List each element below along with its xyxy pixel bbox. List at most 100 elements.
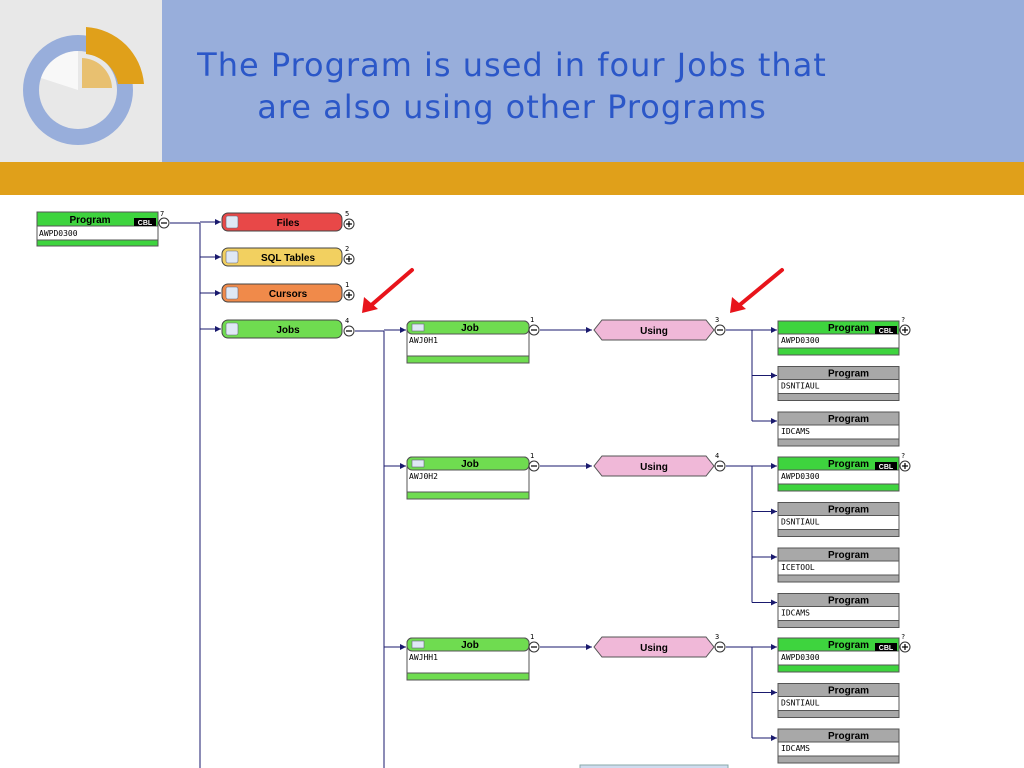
connector-arrowhead (771, 327, 777, 333)
collapse-icon[interactable] (343, 325, 355, 337)
cbl-badge-label: CBL (879, 645, 894, 652)
category-count: 5 (345, 210, 349, 218)
job-header: Job (461, 640, 479, 651)
program-name: DSNTIAUL (781, 699, 820, 708)
category-sql-tables[interactable]: SQL Tables (221, 247, 343, 267)
expand-icon[interactable] (899, 324, 911, 336)
connector-arrowhead (215, 290, 221, 296)
category-count: 4 (345, 317, 349, 325)
program-name: IDCAMS (781, 609, 810, 618)
expand-icon[interactable] (343, 253, 355, 265)
program-header: Program (828, 323, 869, 334)
title-line-2: are also using other Programs (257, 88, 767, 126)
job-icon (411, 459, 425, 468)
program-name: ICETOOL (781, 563, 815, 572)
partial-node (579, 764, 729, 768)
category-label: Jobs (276, 325, 300, 336)
job-count: 1 (530, 633, 534, 641)
program-name: DSNTIAUL (781, 382, 820, 391)
using-node[interactable]: Using (593, 636, 715, 658)
program-header: Program (828, 731, 869, 742)
using-count: 4 (715, 452, 719, 460)
collapse-icon[interactable] (714, 641, 726, 653)
program-name: DSNTIAUL (781, 518, 820, 527)
connector-arrowhead (771, 418, 777, 424)
root-program-name: AWPD0300 (39, 229, 78, 238)
connector-arrowhead (586, 463, 592, 469)
program-name: AWPD0300 (781, 336, 820, 345)
category-files[interactable]: Files (221, 212, 343, 232)
title-line-1: The Program is used in four Jobs that (197, 46, 827, 84)
cbl-badge: CBL (875, 643, 897, 652)
job-icon (411, 323, 425, 332)
connector-arrowhead (771, 735, 777, 741)
connector-arrowhead (400, 644, 406, 650)
accent-band (0, 162, 1024, 195)
category-cursors[interactable]: Cursors (221, 283, 343, 303)
using-node[interactable]: Using (593, 455, 715, 477)
collapse-icon[interactable] (714, 460, 726, 472)
highlight-arrow (362, 268, 414, 313)
cursor-icon (225, 286, 239, 300)
using-label: Using (640, 462, 668, 473)
collapse-icon[interactable] (528, 324, 540, 336)
category-count: 1 (345, 281, 349, 289)
using-count: 3 (715, 633, 719, 641)
program-header: Program (828, 550, 869, 561)
connector-arrowhead (771, 372, 777, 379)
connector-arrowhead (771, 689, 777, 696)
cbl-badge: CBL (875, 326, 897, 335)
collapse-icon[interactable] (528, 460, 540, 472)
expand-icon[interactable] (343, 218, 355, 230)
category-label: SQL Tables (261, 253, 316, 264)
connector-arrowhead (586, 644, 592, 650)
program-header: Program (828, 369, 869, 380)
file-icon (225, 215, 239, 229)
program-name: AWPD0300 (781, 653, 820, 662)
root-program-header: Program (69, 215, 110, 226)
program-header: Program (828, 459, 869, 470)
program-name: IDCAMS (781, 427, 810, 436)
program-count: ? (901, 633, 905, 641)
job-name: AWJ0H1 (409, 336, 438, 345)
collapse-icon[interactable] (714, 324, 726, 336)
logo-panel (0, 0, 162, 162)
program-header: Program (828, 505, 869, 516)
category-label: Cursors (269, 289, 308, 300)
program-name: AWPD0300 (781, 472, 820, 481)
connector-arrowhead (771, 554, 777, 560)
connector-arrowhead (771, 599, 777, 606)
connector-arrowhead (215, 326, 221, 332)
program-header: Program (828, 596, 869, 607)
cbl-badge-label: CBL (879, 328, 894, 335)
expand-icon[interactable] (343, 289, 355, 301)
expand-icon[interactable] (899, 641, 911, 653)
connector-arrowhead (400, 463, 406, 469)
category-jobs[interactable]: Jobs (221, 319, 343, 339)
job-header: Job (461, 323, 479, 334)
root-collapse-icon[interactable] (158, 217, 170, 229)
cbl-badge-label: CBL (138, 220, 153, 227)
using-node[interactable]: Using (593, 319, 715, 341)
program-header: Program (828, 686, 869, 697)
collapse-icon[interactable] (528, 641, 540, 653)
expand-icon[interactable] (899, 460, 911, 472)
job-icon (411, 640, 425, 649)
cbl-badge-label: CBL (879, 464, 894, 471)
table-icon (225, 250, 239, 264)
job-name: AWJHH1 (409, 653, 438, 662)
